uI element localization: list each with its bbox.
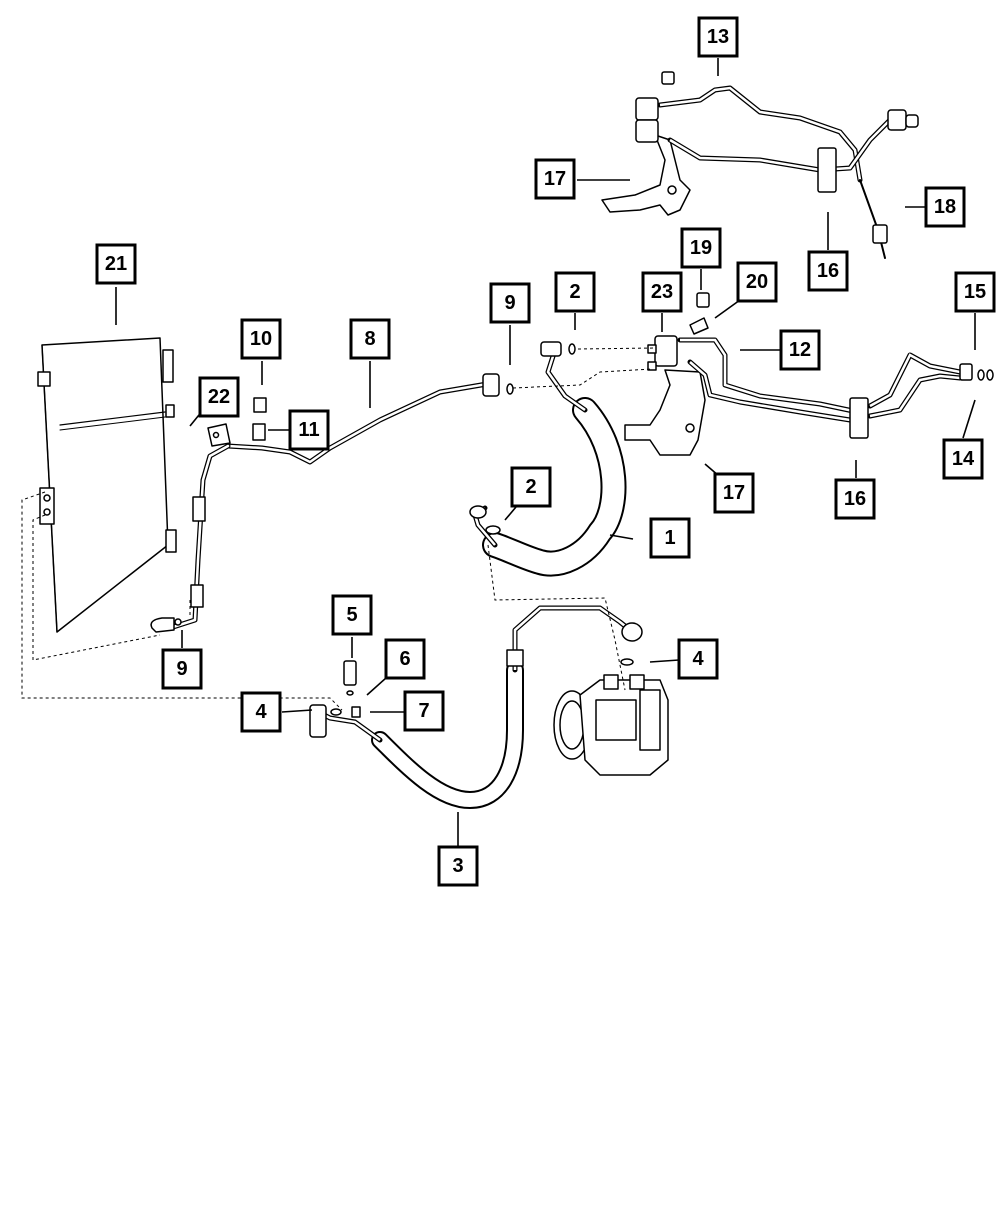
callout-7: 7: [403, 690, 445, 732]
svg-text:16: 16: [844, 488, 866, 510]
svg-text:14: 14: [952, 448, 975, 470]
assembly-guide-lines: [21, 347, 656, 711]
liquid-line-part: [150, 373, 514, 633]
svg-text:18: 18: [934, 196, 956, 218]
svg-text:9: 9: [504, 292, 515, 314]
svg-text:8: 8: [364, 328, 375, 350]
callout-8: 8: [349, 318, 391, 360]
orifice-and-valve-parts: [252, 397, 267, 441]
callout-18: 18: [924, 186, 966, 228]
callout-12: 12: [779, 329, 821, 371]
callout-14: 14: [942, 438, 984, 480]
condenser-part: [37, 337, 177, 633]
svg-text:1: 1: [664, 527, 675, 549]
callout-13: 13: [697, 16, 739, 58]
svg-text:12: 12: [789, 339, 811, 361]
svg-text:15: 15: [964, 281, 986, 303]
discharge-hose-part: [309, 605, 643, 809]
svg-text:3: 3: [452, 855, 463, 877]
callout-2: 2: [554, 271, 596, 313]
callout-10: 10: [240, 318, 282, 360]
callout-19: 19: [680, 227, 722, 269]
svg-text:4: 4: [692, 648, 704, 670]
callout-17: 17: [534, 158, 576, 200]
callout-5: 5: [331, 594, 373, 636]
svg-text:2: 2: [525, 476, 536, 498]
callout-2: 2: [510, 466, 552, 508]
svg-text:10: 10: [250, 328, 272, 350]
callout-15: 15: [954, 271, 996, 313]
callout-21: 21: [95, 243, 137, 285]
svg-text:20: 20: [746, 271, 768, 293]
svg-text:19: 19: [690, 237, 712, 259]
callout-4: 4: [240, 691, 282, 733]
upper-plumbing-assembly-part: [601, 71, 919, 259]
callout-4: 4: [677, 638, 719, 680]
callout-22: 22: [198, 376, 240, 418]
suction-hose-part: [469, 341, 627, 577]
svg-text:9: 9: [176, 658, 187, 680]
svg-text:5: 5: [346, 604, 357, 626]
receiver-bracket-part: [207, 423, 231, 447]
svg-text:2: 2: [569, 281, 580, 303]
callout-9: 9: [161, 648, 203, 690]
svg-text:22: 22: [208, 386, 230, 408]
callout-3: 3: [437, 845, 479, 887]
svg-text:21: 21: [105, 253, 127, 275]
svg-text:16: 16: [817, 260, 839, 282]
svg-text:11: 11: [298, 419, 319, 441]
callout-6: 6: [384, 638, 426, 680]
svg-text:7: 7: [418, 700, 429, 722]
svg-text:6: 6: [399, 648, 410, 670]
svg-text:13: 13: [707, 26, 729, 48]
svg-text:4: 4: [255, 701, 267, 723]
ac-compressor-part: [553, 674, 669, 776]
evaporator-manifold-part: [624, 292, 994, 456]
callout-9: 9: [489, 282, 531, 324]
callout-16: 16: [834, 478, 876, 520]
leader-lines: [115, 58, 976, 847]
callout-16: 16: [807, 250, 849, 292]
svg-text:23: 23: [651, 281, 673, 303]
callout-17: 17: [713, 472, 755, 514]
callout-1: 1: [649, 517, 691, 559]
svg-text:17: 17: [544, 168, 566, 190]
callout-20: 20: [736, 261, 778, 303]
callout-11: 11: [288, 409, 330, 451]
svg-text:17: 17: [723, 482, 745, 504]
callout-23: 23: [641, 271, 683, 313]
